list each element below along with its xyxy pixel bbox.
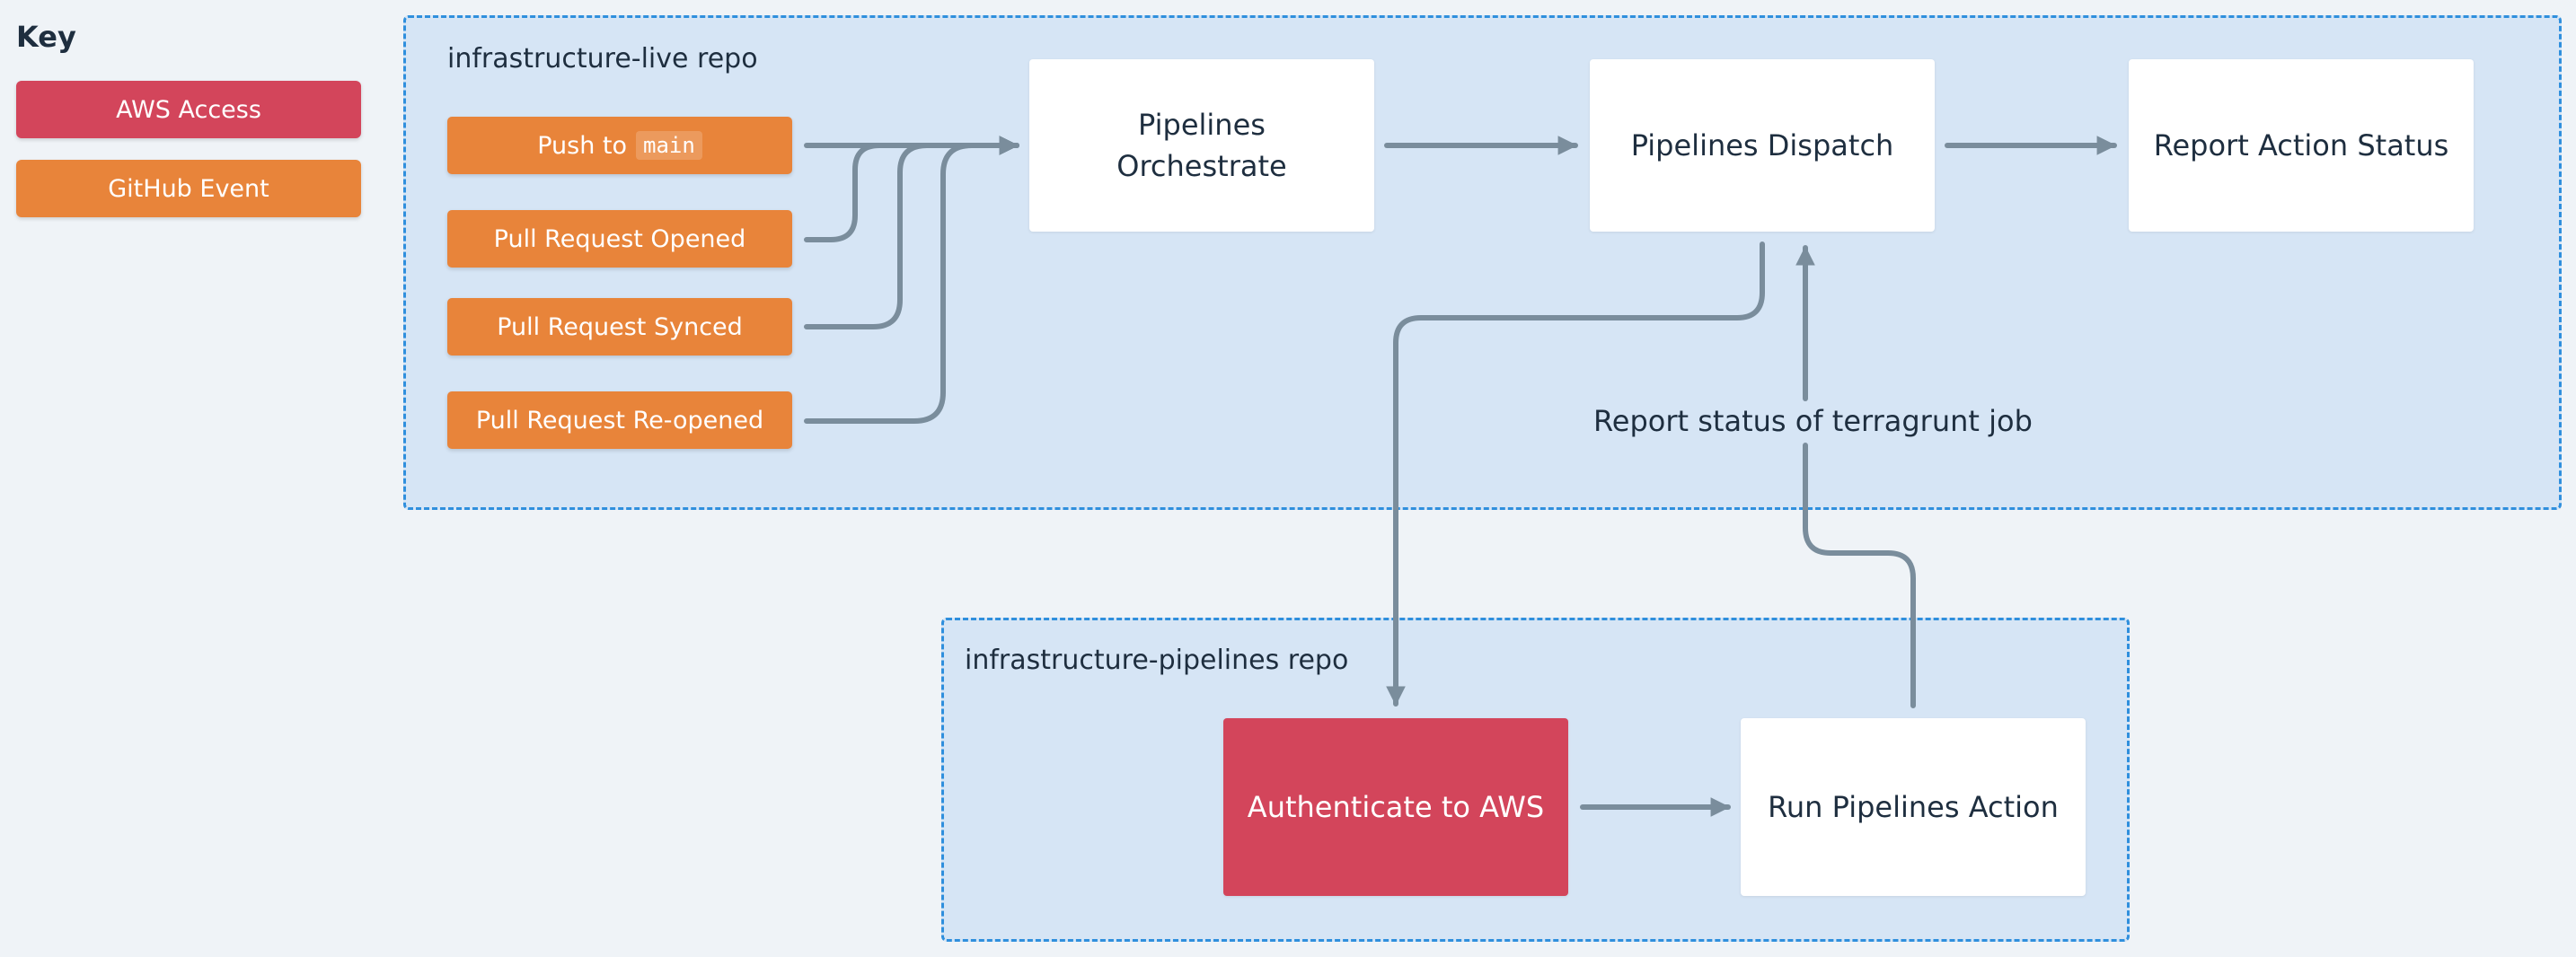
key-item-github-event: GitHub Event [16,160,361,217]
edge-opened-to-orchestrate [804,136,1019,242]
key-title: Key [16,20,76,54]
edge-synced-to-orchestrate [804,136,1019,329]
infrastructure-live-repo-label: infrastructure-live repo [447,43,758,75]
node-pipelines-dispatch-label: Pipelines Dispatch [1630,127,1894,162]
event-pull-request-synced: Pull Request Synced [447,298,792,356]
event-push-to-main: Push to main [447,117,792,174]
node-run-pipelines-action: Run Pipelines Action [1741,718,2086,896]
node-report-action-status-label: Report Action Status [2153,127,2449,162]
node-authenticate-to-aws: Authenticate to AWS [1223,718,1568,896]
branch-code: main [636,131,702,160]
node-authenticate-to-aws-label: Authenticate to AWS [1247,789,1545,824]
key-item-aws-access: AWS Access [16,81,361,138]
event-pull-request-reopened: Pull Request Re-opened [447,391,792,449]
node-pipelines-dispatch: Pipelines Dispatch [1590,59,1935,232]
event-pull-request-opened: Pull Request Opened [447,210,792,268]
edge-run-action-status [1803,443,1916,708]
edge-dispatch-to-authenticate [1386,241,1765,707]
node-run-pipelines-action-label: Run Pipelines Action [1768,789,2059,824]
edge-reopened-to-orchestrate [804,136,1019,424]
node-pipelines-orchestrate-label: Pipelines Orchestrate [1116,107,1287,183]
edge-label-report-status: Report status of terragrunt job [1593,404,2033,438]
infrastructure-pipelines-repo-label: infrastructure-pipelines repo [965,645,1349,676]
event-push-prefix: Push to [537,131,627,160]
node-report-action-status: Report Action Status [2129,59,2474,232]
node-pipelines-orchestrate: Pipelines Orchestrate [1029,59,1374,232]
